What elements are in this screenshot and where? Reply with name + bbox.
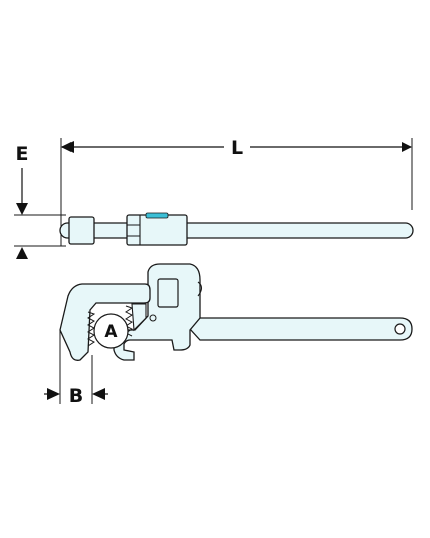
height-dimension: E xyxy=(14,143,66,259)
height-arrowhead-bottom xyxy=(16,247,28,259)
pipe-capacity-label: A xyxy=(104,322,118,342)
pivot-pin xyxy=(149,314,157,322)
jaw-opening-dimension: B xyxy=(44,330,108,407)
jaw-opening-label: B xyxy=(69,385,83,407)
length-label: L xyxy=(231,137,243,159)
housing-window xyxy=(157,278,179,308)
hook-jaw-block xyxy=(68,216,95,245)
side-handle xyxy=(178,317,413,341)
height-label: E xyxy=(16,143,29,165)
length-arrowhead-left xyxy=(61,141,74,153)
housing-bump xyxy=(197,281,203,297)
length-dimension: L xyxy=(60,137,413,246)
adjusting-nut-block xyxy=(126,214,188,246)
hang-hole xyxy=(394,323,406,335)
hook-jaw xyxy=(59,283,151,361)
lower-jaw xyxy=(131,303,147,332)
lower-jaw-teeth xyxy=(125,305,134,337)
pipe-capacity-marker: A xyxy=(93,313,129,349)
handle-bar xyxy=(59,222,414,239)
jaw-arrowhead-left xyxy=(47,388,60,400)
pipe-capacity-circle xyxy=(93,313,129,349)
jaw-arrowhead-right xyxy=(92,388,105,400)
pipe-wrench-top-view-icon xyxy=(59,212,414,246)
accent-ring xyxy=(145,212,169,219)
height-arrowhead-top xyxy=(16,203,28,215)
pipe-wrench-side-view-icon xyxy=(59,263,413,361)
